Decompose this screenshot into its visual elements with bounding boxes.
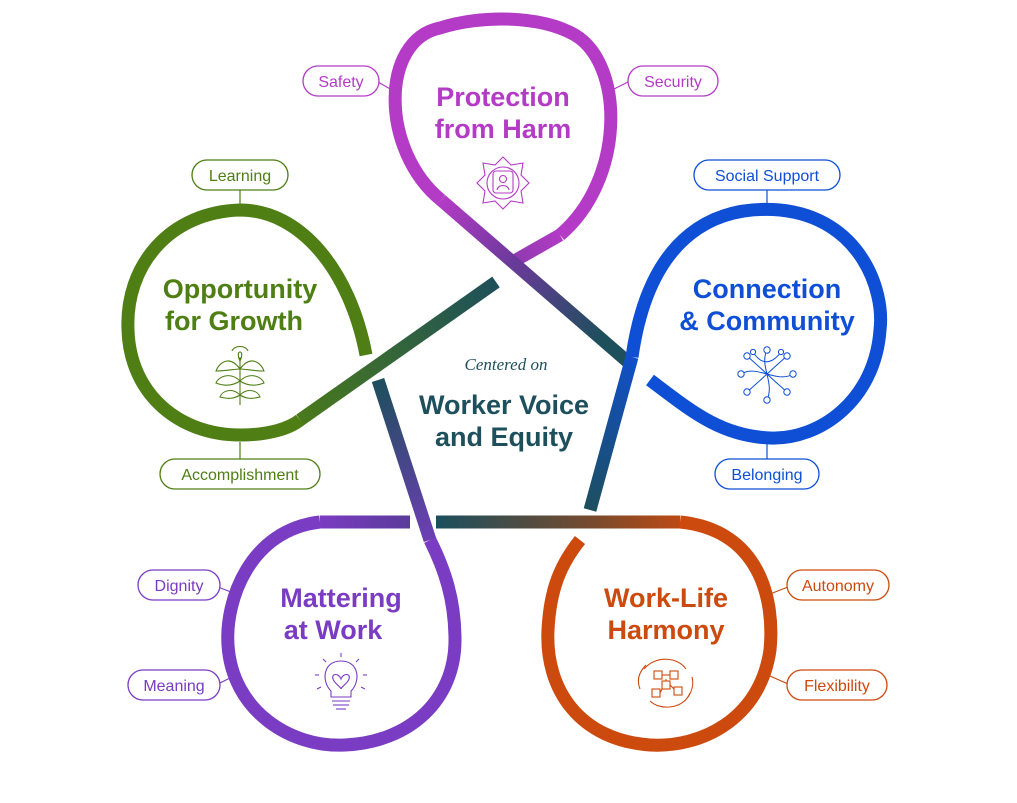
loop-worklife-arc [541,515,778,752]
tag-autonomy-label: Autonomy [802,578,874,595]
title-growth: Opportunity for Growth [163,274,317,336]
loop-protection-tail-right-2 [296,276,500,426]
title-worklife: Work-Life Harmony [604,583,728,645]
loop-protection [296,12,633,426]
center-title-line1: Worker Voice [419,390,589,420]
lightbulb-icon [315,653,367,710]
tag-connectors [217,81,789,685]
tag-social-support-label: Social Support [715,168,820,185]
tag-learning-label: Learning [209,168,271,185]
loop-worklife [436,515,778,752]
tag-dignity-label: Dignity [155,578,204,595]
tag-meaning-label: Meaning [143,678,204,695]
tag-security: Security [627,65,719,97]
center-title-line2: and Equity [435,422,573,452]
loop-mattering-tail [371,377,437,543]
loop-mattering-arc [221,515,462,752]
tag-learning: Learning [191,159,289,191]
title-growth-line2: for Growth [165,306,303,336]
loop-growth-arc [121,203,373,442]
title-mattering-line2: at Work [284,615,384,645]
plant-icon [215,345,265,405]
tag-flexibility: Flexibility [786,669,888,701]
tag-flexibility-label: Flexibility [804,678,870,695]
tag-social-support: Social Support [693,159,841,191]
loop-protection-arc [388,12,618,240]
title-protection-line1: Protection [436,82,570,112]
title-mattering: Mattering at Work [280,583,402,645]
loop-protection-tail-right [512,229,564,266]
tag-safety-label: Safety [318,74,363,91]
tag-accomplishment-label: Accomplishment [181,467,299,484]
title-worklife-line2: Harmony [607,615,724,645]
title-connection-line2: & Community [679,306,855,336]
title-protection-line2: from Harm [435,114,572,144]
network-icon [737,346,797,404]
flow-icon [637,658,694,708]
title-worklife-line1: Work-Life [604,583,728,613]
tag-safety: Safety [302,65,380,97]
loop-mattering [221,377,462,752]
tag-security-label: Security [644,74,702,91]
tag-belonging: Belonging [714,458,820,490]
person-shield-icon [476,156,530,210]
title-mattering-line1: Mattering [280,583,402,613]
tag-autonomy: Autonomy [786,569,890,601]
tag-meaning: Meaning [127,669,221,701]
loop-protection-tail-left [436,195,633,367]
title-protection: Protection from Harm [435,82,572,144]
center-label: Centered on Worker Voice and Equity [419,355,589,452]
title-growth-line1: Opportunity [163,274,317,304]
tag-accomplishment: Accomplishment [159,458,321,490]
title-connection: Connection & Community [679,274,855,336]
loop-connection-tail [583,355,639,512]
center-subtitle: Centered on [465,355,548,374]
loop-connection [583,202,888,512]
loop-connection-arc [625,202,888,445]
tag-dignity: Dignity [137,569,221,601]
loop-growth [121,203,373,442]
tag-belonging-label: Belonging [731,467,802,484]
title-connection-line1: Connection [693,274,842,304]
